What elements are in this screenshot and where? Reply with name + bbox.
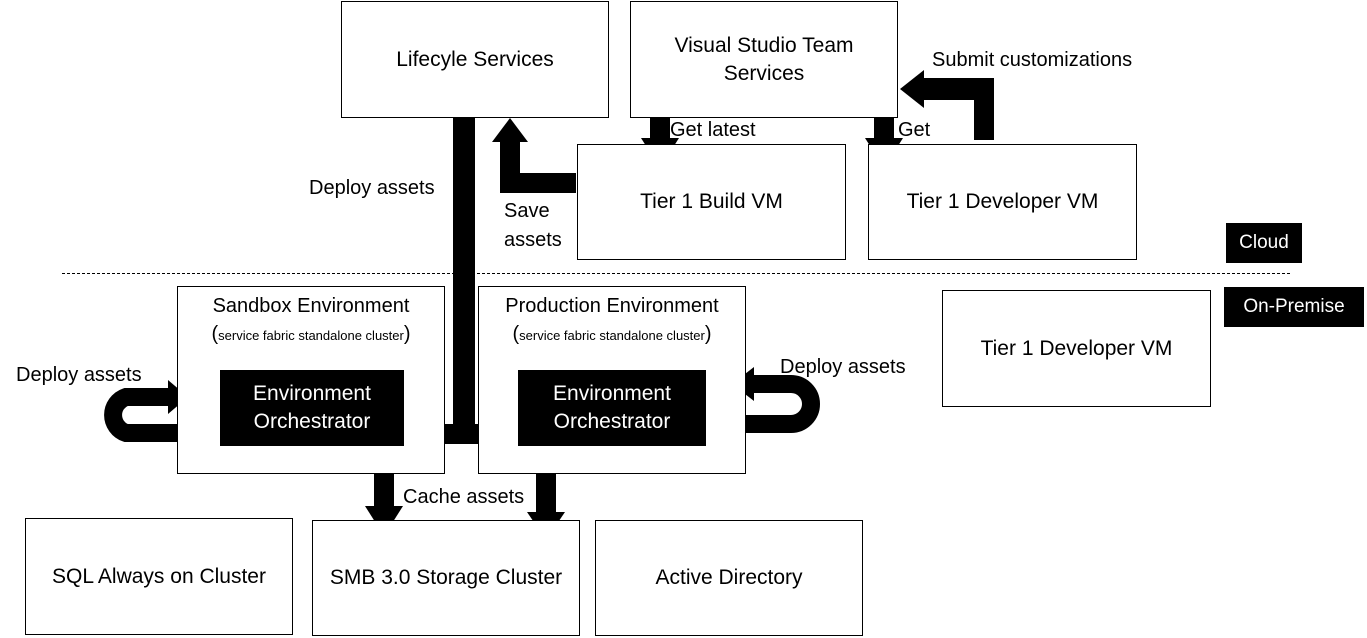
right-deploy-loop [704,375,820,433]
cloud-zone-label: Cloud [1239,232,1289,253]
deploy-assets-center-label: Deploy assets [309,177,435,199]
sql-always-on-cluster-box: SQL Always on Cluster [25,518,293,635]
tier1-build-vm-box: Tier 1 Build VM [577,144,846,260]
sql-always-on-cluster-label: SQL Always on Cluster [52,564,266,588]
onprem-zone-tag: On-Premise [1224,287,1364,327]
submit-arrow-horizontal [918,78,994,100]
smb-storage-cluster-label: SMB 3.0 Storage Cluster [329,566,563,589]
production-environment-orchestrator: Environment Orchestrator [518,370,706,446]
active-directory-label: Active Directory [655,566,803,589]
left-deploy-loop [104,388,220,442]
tier1-build-vm-label: Tier 1 Build VM [640,190,783,213]
visual-studio-team-services-label: Visual Studio Team Services [674,33,854,85]
deploy-assets-arrow-shaft [453,118,475,436]
sandbox-orchestrator-label: Environment Orchestrator [253,382,371,433]
deploy-assets-left-label: Deploy assets [16,364,142,386]
tier1-developer-vm-onprem-box: Tier 1 Developer VM [942,290,1211,407]
lifecycle-services-label: Lifecyle Services [396,47,554,71]
active-directory-box: Active Directory [595,520,863,636]
submit-customizations-label: Submit customizations [932,49,1133,71]
tier1-developer-vm-cloud-box: Tier 1 Developer VM [868,144,1137,260]
smb-storage-cluster-box: SMB 3.0 Storage Cluster [312,520,580,636]
save-arrow-vertical [500,140,520,193]
get-label: Get [898,119,931,141]
cloud-zone-tag: Cloud [1226,223,1302,263]
visual-studio-team-services-box: Visual Studio Team Services [630,1,898,118]
onprem-zone-label: On-Premise [1243,296,1345,317]
lifecycle-services-box: Lifecyle Services [341,1,609,118]
submit-arrow-head [900,70,924,108]
sandbox-environment-subtitle: (service fabric standalone cluster) [211,323,411,345]
sandbox-environment-title: Sandbox Environment [212,295,410,317]
save-arrow-head [492,118,528,142]
cache-assets-label: Cache assets [403,486,525,508]
tier1-developer-vm-cloud-label: Tier 1 Developer VM [906,190,1099,213]
cloud-onprem-divider [62,273,1290,274]
sandbox-environment-subtitle-text: service fabric standalone cluster [218,328,404,343]
production-environment-subtitle-text: service fabric standalone cluster [519,328,705,343]
get-latest-label: Get latest [670,119,756,141]
sandbox-environment-orchestrator: Environment Orchestrator [220,370,404,446]
tier1-developer-vm-onprem-label: Tier 1 Developer VM [980,336,1173,360]
deploy-assets-right-label: Deploy assets [780,356,906,378]
production-environment-subtitle: (service fabric standalone cluster) [512,323,712,345]
save-assets-label: Save assets [504,200,562,251]
production-environment-title: Production Environment [505,295,719,317]
production-orchestrator-label: Environment Orchestrator [553,382,671,433]
